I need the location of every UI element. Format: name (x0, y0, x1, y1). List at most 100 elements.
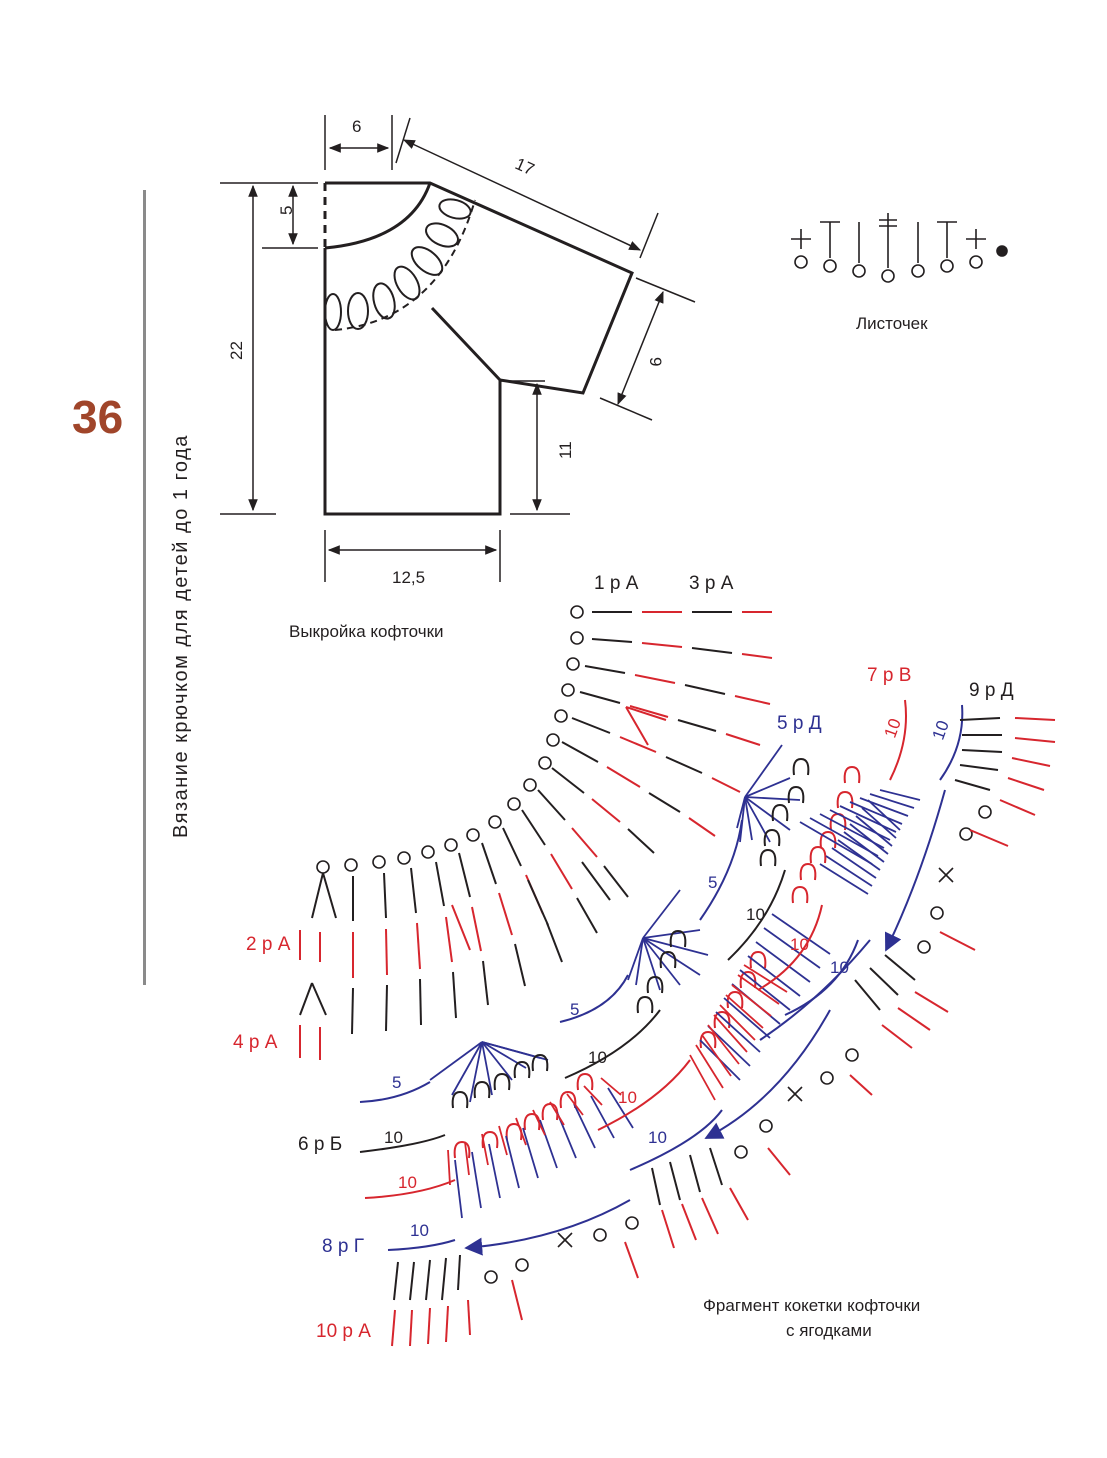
edge-chain-stitch (959, 827, 973, 841)
blue-stitch-column (839, 805, 897, 833)
blue-stitch-column (879, 789, 921, 801)
berry-stitch-black (669, 929, 687, 948)
dim-neck-width: 6 (352, 117, 361, 136)
chart-stitch-segment (551, 767, 585, 794)
red-stitch-column (707, 1024, 740, 1065)
foundation-chain-stitch (421, 845, 435, 859)
foundation-chain-stitch (554, 709, 568, 723)
berry-stitch-red (799, 862, 817, 881)
foundation-chain-stitch (466, 828, 480, 842)
cluster-fan-stitch (744, 777, 791, 798)
page-number: 36 (72, 391, 124, 443)
dim-sleeve-width: 9 (646, 357, 665, 366)
blue-stitch-column (837, 839, 881, 871)
chart-row-labels: 1 р А 3 р А 2 р А 4 р А 5 р Д 6 р Б 7 р … (233, 573, 1014, 1342)
count-10-blue-d: 10 (929, 718, 953, 742)
edge-stitch-black (669, 1161, 681, 1201)
edge-stitch-red (409, 1309, 413, 1347)
chart-stitch-segment (691, 647, 733, 654)
red-stitch-column (515, 1117, 527, 1146)
cluster-fan-stitch (481, 1041, 493, 1096)
edge-chain-stitch (930, 906, 944, 920)
berry-stitch-red (819, 830, 837, 849)
edge-stitch-black (457, 1254, 461, 1291)
cluster-fan-stitch (481, 1041, 549, 1061)
edge-stitch-red (511, 1279, 523, 1321)
chart-stitch-segment (385, 984, 388, 1032)
yoke-berries (324, 198, 472, 331)
blue-stitch-column (590, 1095, 615, 1139)
cluster-fan-stitch (642, 937, 661, 991)
edge-stitch-black (441, 1257, 447, 1301)
berry-stitch-black (771, 803, 789, 822)
chart-stitch-segment (584, 665, 626, 674)
count-5-a: 5 (392, 1073, 401, 1092)
foundation-chain-stitch (566, 657, 580, 671)
chart-stitch-segment (711, 777, 741, 793)
edge-stitch-black (651, 1167, 661, 1206)
cluster-fan-stitch (642, 937, 701, 976)
berry-stitch-red (726, 990, 744, 1009)
armhole-line (430, 306, 502, 382)
foundation-chain-stitch (444, 838, 458, 852)
row-label-6: 6 р Б (298, 1134, 342, 1155)
berry-stitch-red (559, 1090, 577, 1109)
edge-stitch-red (969, 829, 1009, 847)
cluster-fan-stitch (469, 1041, 483, 1103)
chart-stitch-segment (571, 827, 598, 858)
row-arc-blue (559, 974, 629, 1023)
row-arc-blue (629, 1109, 723, 1171)
red-stitch-column (695, 1044, 724, 1089)
single-crochet-cross (557, 1232, 573, 1248)
chart-caption-line2: с ягодками (786, 1321, 872, 1340)
chart-stitch-segment (452, 971, 457, 1019)
neckline-curve (324, 182, 432, 250)
berry-stitch-red (843, 765, 861, 784)
pattern-drawing (323, 181, 634, 516)
edge-chain-stitch (820, 1071, 834, 1085)
edge-stitch-black (689, 1154, 701, 1193)
v-stitch (625, 706, 667, 746)
berry-stitch-black (792, 757, 810, 776)
berry-stitch-black (493, 1072, 511, 1091)
chart-stitch-segment (648, 792, 681, 813)
yoke-chart (299, 605, 1056, 1347)
v-stitch (527, 879, 549, 926)
red-stitch-column (447, 1149, 451, 1186)
count-10-red-d: 10 (881, 716, 905, 740)
foundation-chain-stitch (372, 855, 386, 869)
blue-stitch-column (819, 863, 869, 895)
edge-stitch-red (445, 1305, 449, 1343)
cluster-fan-stitch (739, 796, 746, 843)
edge-stitch-red (427, 1307, 431, 1345)
edge-stitch-red (681, 1203, 697, 1241)
cluster-fan-stitch (744, 796, 801, 801)
row-arc-blue (759, 939, 871, 1041)
row-label-8: 8 р Г (322, 1236, 364, 1257)
red-stitch-column (725, 994, 764, 1029)
berry-stitch-red (576, 1072, 594, 1091)
chart-stitch-segment (416, 922, 421, 970)
chart-stitch-segment (576, 897, 598, 934)
berry-stitch-black (473, 1080, 491, 1099)
berry-stitch-red (699, 1030, 717, 1049)
edge-stitch-red (914, 991, 949, 1013)
blue-stitch-column (799, 821, 873, 865)
blue-stitch-column (763, 927, 821, 969)
chart-stitch-segment (606, 766, 641, 788)
berry-stitch-red (713, 1010, 731, 1029)
legend-caption: Листочек (856, 314, 928, 333)
blue-stitch-column (771, 913, 831, 955)
chart-stitch-segment (741, 653, 773, 659)
edge-chain-stitch (845, 1048, 859, 1062)
berry-stitch-red (836, 790, 854, 809)
edge-chain-stitch (484, 1270, 498, 1284)
edge-chain-stitch (515, 1258, 529, 1272)
blue-stitch-column (869, 793, 915, 809)
row-arc-blue (699, 819, 743, 921)
edge-stitch-red (701, 1197, 719, 1235)
chart-count-labels: 5 5 5 10 10 10 10 10 10 10 10 10 10 10 (384, 716, 953, 1240)
cluster-fan-stitch (481, 1041, 527, 1069)
cluster-fan-stitch (744, 796, 791, 831)
chart-stitch-segment (481, 842, 497, 885)
